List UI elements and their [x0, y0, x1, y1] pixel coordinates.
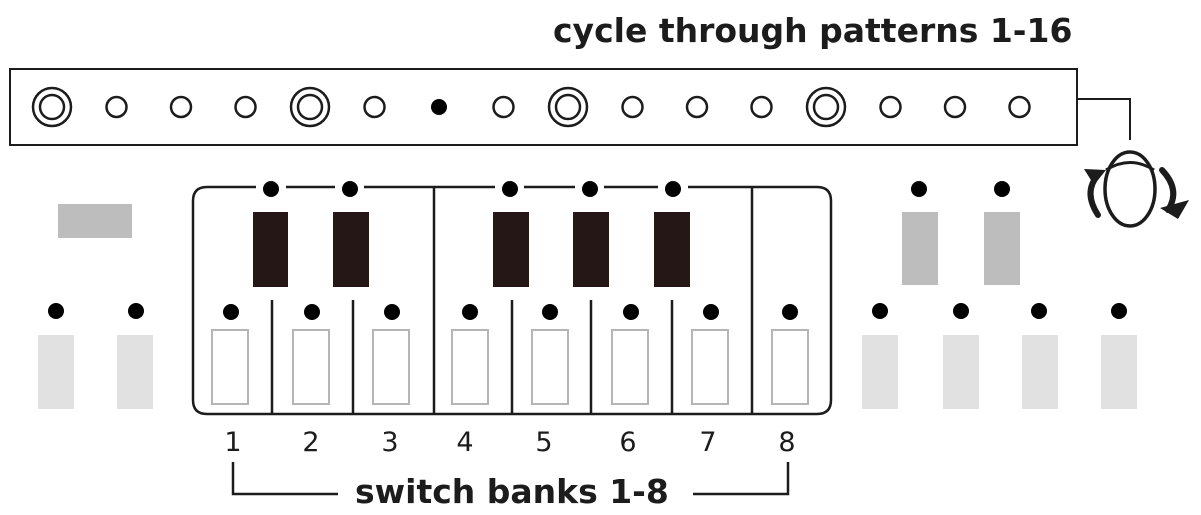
- bank-bracket: [693, 462, 790, 496]
- pattern-led-2: [105, 95, 128, 119]
- pattern-led-10: [621, 95, 644, 119]
- white-key-led: [703, 304, 719, 320]
- bank-number: 7: [699, 427, 717, 458]
- keyboard-bank-frame: [191, 185, 833, 416]
- bank-number: 8: [778, 427, 796, 458]
- function-pad-left[interactable]: [58, 204, 132, 238]
- white-key-led: [384, 304, 400, 320]
- white-key-led: [623, 304, 639, 320]
- white-key-led: [542, 304, 558, 320]
- dim-key-led: [911, 181, 927, 197]
- faded-key[interactable]: [117, 335, 153, 409]
- white-key[interactable]: [531, 329, 569, 405]
- pattern-led-11: [685, 95, 709, 119]
- rotate-knob-icon[interactable]: [1084, 150, 1189, 228]
- faded-key[interactable]: [38, 335, 74, 409]
- pattern-led-5: [289, 86, 331, 128]
- dim-key-led: [994, 181, 1010, 197]
- white-key[interactable]: [372, 329, 410, 405]
- faded-key-led: [48, 303, 64, 319]
- white-key-led: [782, 304, 798, 320]
- white-key[interactable]: [292, 329, 330, 405]
- pattern-led-1: [31, 86, 73, 128]
- pattern-led-16: [1008, 95, 1031, 119]
- black-key-led: [502, 181, 518, 197]
- black-key-led: [342, 181, 358, 197]
- faded-key[interactable]: [943, 335, 979, 409]
- black-key[interactable]: [253, 212, 288, 287]
- black-key[interactable]: [493, 212, 529, 287]
- black-key-led: [582, 181, 598, 197]
- white-key[interactable]: [451, 329, 489, 405]
- white-key[interactable]: [691, 329, 729, 405]
- dim-key[interactable]: [902, 212, 938, 285]
- knob-connector-line: [1077, 98, 1131, 140]
- white-key[interactable]: [611, 329, 649, 405]
- dim-key[interactable]: [984, 212, 1020, 285]
- black-key[interactable]: [654, 212, 690, 287]
- faded-key[interactable]: [1022, 335, 1058, 409]
- pattern-led-4: [234, 95, 257, 119]
- bank-number: 3: [381, 427, 399, 458]
- pattern-led-strip: [9, 68, 1078, 146]
- pattern-led-14: [879, 95, 902, 119]
- bank-switch-caption: switch banks 1-8: [355, 472, 669, 511]
- faded-key-led: [128, 303, 144, 319]
- white-key[interactable]: [211, 329, 249, 405]
- faded-key-led: [872, 303, 888, 319]
- black-key[interactable]: [333, 212, 369, 287]
- pattern-led-15: [943, 95, 967, 119]
- bank-bracket: [231, 462, 338, 496]
- bank-number: 4: [456, 427, 474, 458]
- bank-number: 1: [224, 427, 242, 458]
- bank-number: 6: [619, 427, 637, 458]
- pattern-cycle-caption: cycle through patterns 1-16: [553, 11, 1073, 50]
- pattern-led-6: [363, 95, 386, 119]
- pattern-led-12: [750, 95, 773, 119]
- white-key[interactable]: [771, 329, 809, 405]
- black-key-led: [263, 181, 279, 197]
- faded-key[interactable]: [1101, 335, 1137, 409]
- white-key-led: [304, 304, 320, 320]
- pattern-led-7: [431, 99, 447, 115]
- faded-key[interactable]: [862, 335, 898, 409]
- pattern-led-9: [547, 86, 589, 128]
- pattern-led-8: [492, 95, 515, 119]
- bank-number: 5: [535, 427, 553, 458]
- faded-key-led: [1031, 303, 1047, 319]
- faded-key-led: [1111, 303, 1127, 319]
- black-key-led: [665, 181, 681, 197]
- pattern-led-row: [31, 86, 1031, 128]
- white-key-led: [223, 304, 239, 320]
- bank-number: 2: [302, 427, 320, 458]
- pattern-led-13: [805, 86, 847, 128]
- pattern-led-3: [169, 95, 193, 119]
- white-key-led: [462, 304, 478, 320]
- black-key[interactable]: [573, 212, 609, 287]
- faded-key-led: [953, 303, 969, 319]
